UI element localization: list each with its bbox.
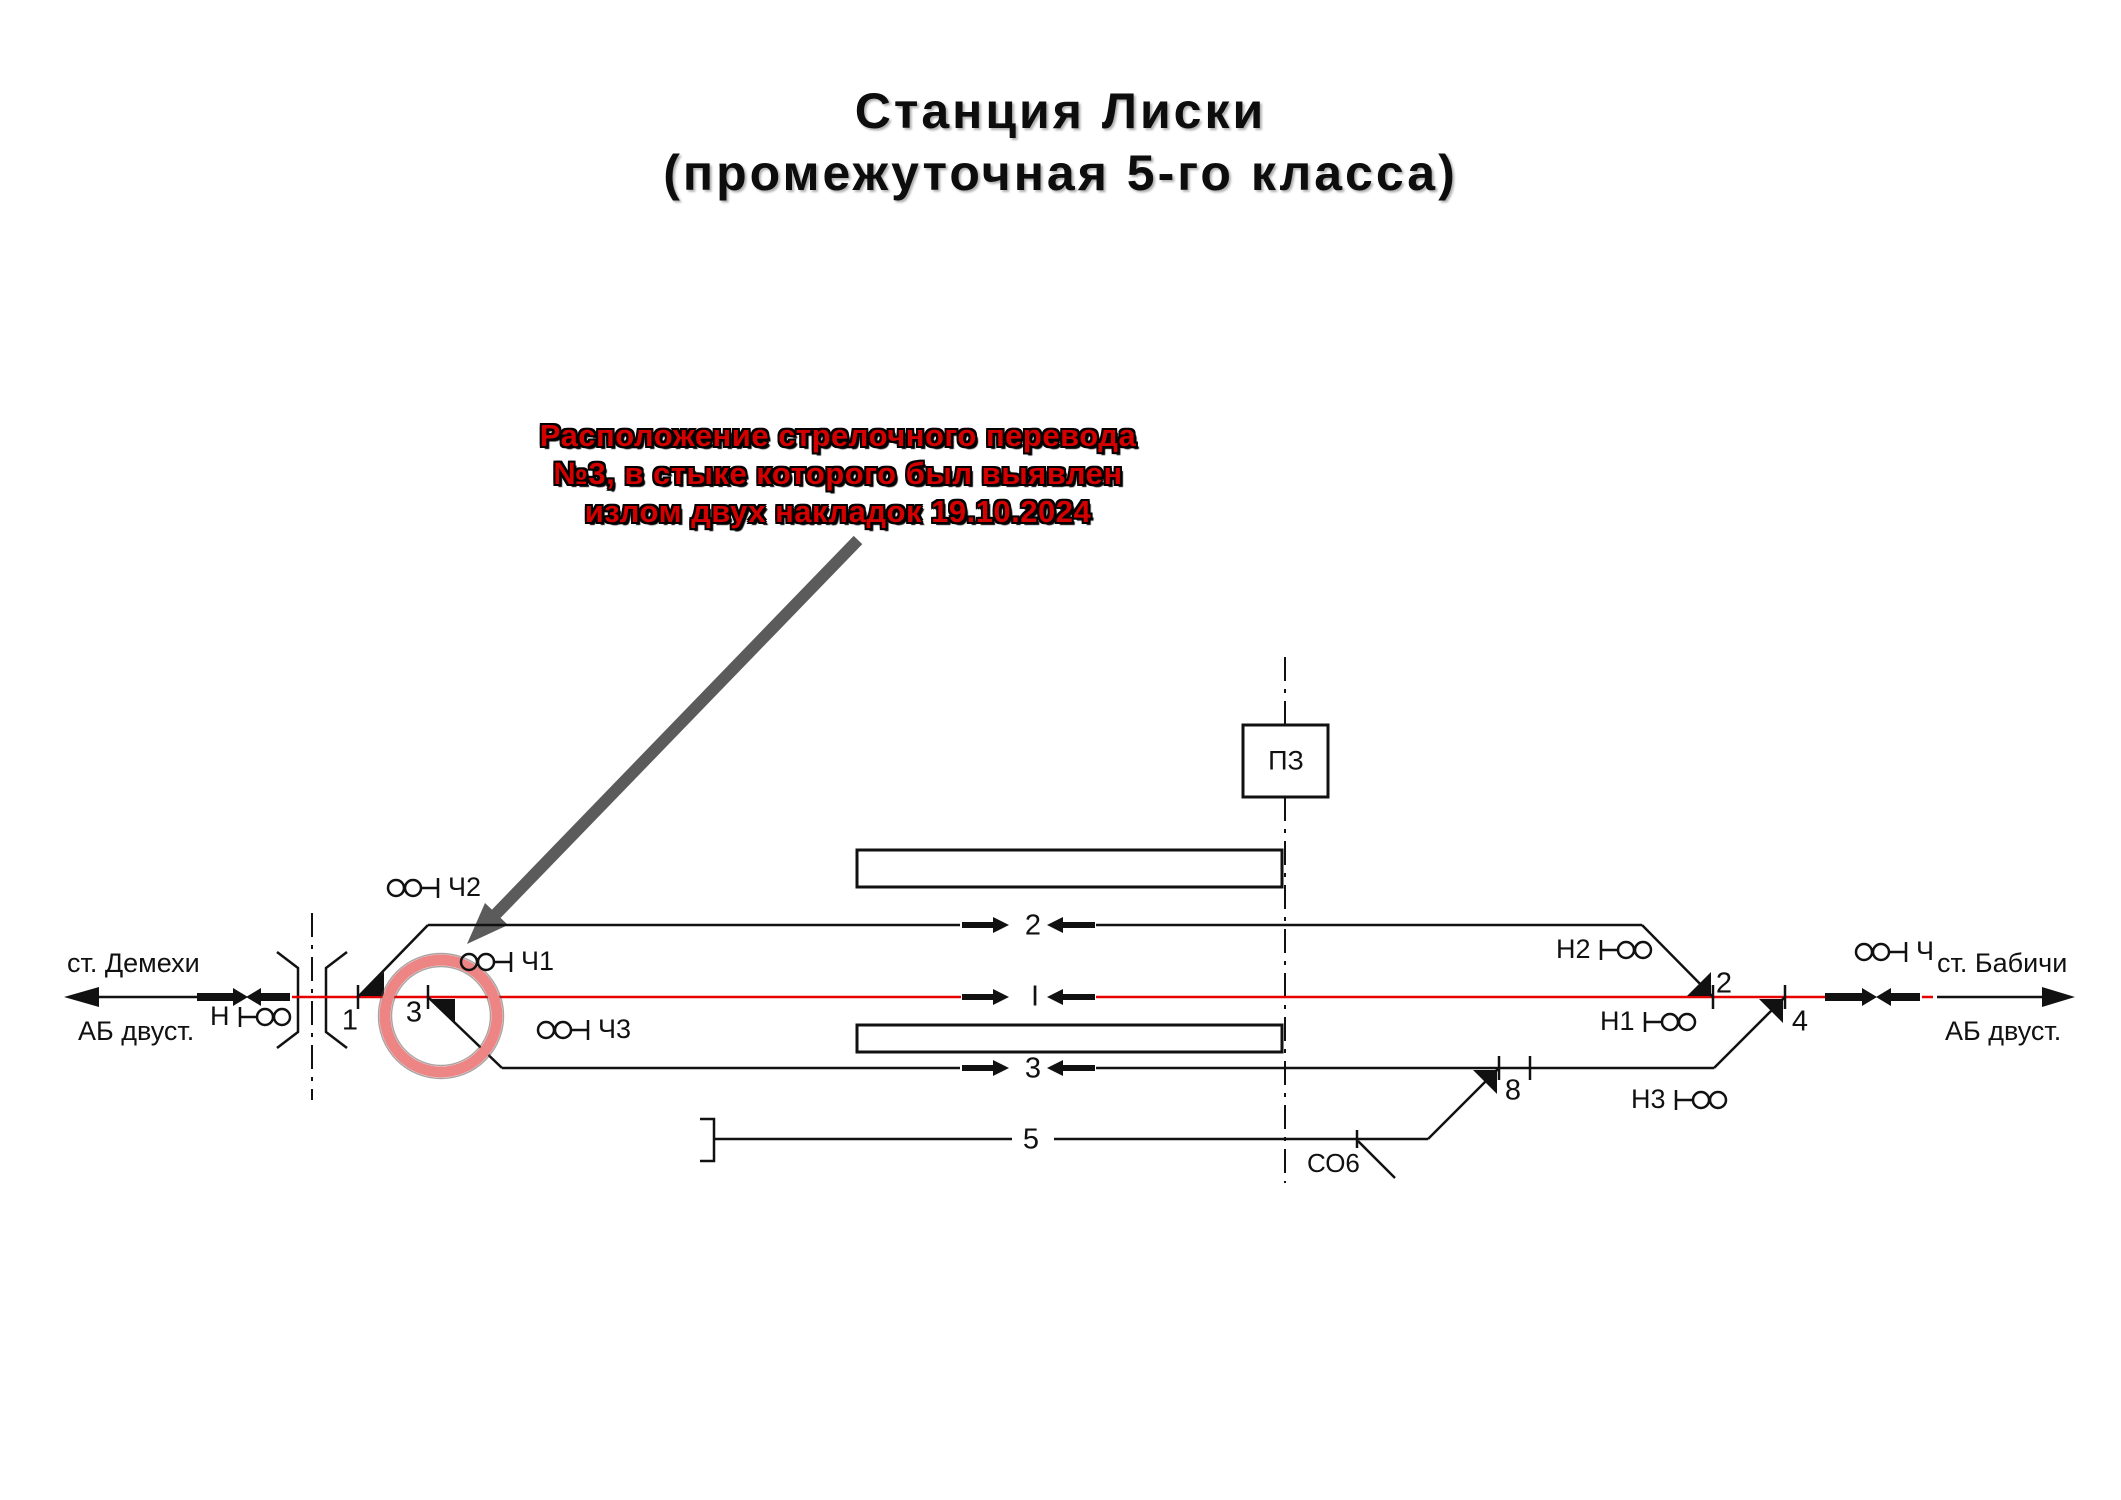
platform-upper <box>855 848 1284 889</box>
main-track-number: I <box>1030 980 1040 1013</box>
passenger-building-box <box>1241 723 1330 799</box>
platform-lower <box>855 1023 1284 1054</box>
title-line2: (промежуточная 5-го класса) <box>663 145 1458 201</box>
track-5-number: 5 <box>1022 1123 1040 1156</box>
signal-ch3-label: Ч3 <box>598 1014 632 1044</box>
signal-ch-label: Ч <box>1916 936 1934 966</box>
signal-ch3: Ч3 <box>535 1016 631 1043</box>
signal-n-label: Н <box>210 1001 230 1031</box>
signal-n3: Н3 <box>1631 1086 1729 1113</box>
pointer-arrow <box>467 535 863 944</box>
switch3-highlight-circle <box>377 952 505 1080</box>
passenger-building-label: ПЗ <box>1268 745 1304 776</box>
signal-ch2-label: Ч2 <box>448 872 482 902</box>
signal-n2-label: Н2 <box>1556 934 1591 964</box>
track-direction-arrows <box>962 917 1095 1076</box>
signal-n2: Н2 <box>1556 936 1654 963</box>
title-line1: Станция Лиски <box>854 83 1267 139</box>
block-system-right: АБ двуст. <box>1945 1016 2062 1046</box>
signal-ch: Ч <box>1853 938 1934 965</box>
annotation-line3: излом двух накладок 19.10.2024 <box>584 494 1092 529</box>
track5-line <box>700 1067 1500 1163</box>
derailer-so6-label: СО6 <box>1307 1148 1360 1178</box>
switch-3-number: 3 <box>405 996 423 1029</box>
approach-right <box>1825 987 2075 1007</box>
signal-n: Н <box>210 1003 293 1030</box>
signal-n3-label: Н3 <box>1631 1084 1666 1114</box>
signal-mast-left-icon <box>536 1019 590 1040</box>
signal-mast-right-icon <box>1599 939 1652 960</box>
signal-ch1: Ч1 <box>458 948 554 975</box>
signal-mast-right-icon <box>1674 1089 1727 1110</box>
switch-ticks <box>356 985 1787 1148</box>
station-name-right: ст. Бабичи <box>1937 948 2068 978</box>
signal-n1-label: Н1 <box>1600 1006 1635 1036</box>
signal-n1: Н1 <box>1600 1008 1698 1035</box>
switch-2-number: 2 <box>1715 967 1733 1000</box>
track2-line <box>357 923 1714 998</box>
signal-ch1-label: Ч1 <box>521 946 555 976</box>
signal-mast-left-icon <box>1854 941 1908 962</box>
annotation-line2: №3, в стыке которого был выявлен <box>553 456 1123 491</box>
station-name-left: ст. Демехи <box>67 948 200 978</box>
annotation-line1: Расположение стрелочного перевода <box>539 418 1137 453</box>
signal-mast-right-icon <box>1643 1011 1696 1032</box>
page-title: Станция Лиски (промежуточная 5-го класса… <box>0 80 2121 204</box>
track-3-number: 3 <box>1024 1052 1042 1085</box>
signal-ch2: Ч2 <box>385 874 481 901</box>
annotation-text: Расположение стрелочного перевода №3, в … <box>462 417 1214 531</box>
switch-wedges <box>360 972 1783 1094</box>
signal-mast-right-icon <box>238 1006 291 1027</box>
switch-1-number: 1 <box>341 1004 359 1037</box>
switch-4-number: 4 <box>1791 1005 1809 1038</box>
boundary-gates-icon <box>276 951 348 1049</box>
block-system-left: АБ двуст. <box>78 1016 195 1046</box>
track-2-number: 2 <box>1024 909 1042 942</box>
derailer-so6-icon <box>1357 1140 1396 1179</box>
approach-left <box>64 987 290 1007</box>
switch-8-number: 8 <box>1504 1074 1522 1107</box>
signal-mast-left-icon <box>386 877 440 898</box>
signal-mast-left-icon <box>459 951 513 972</box>
